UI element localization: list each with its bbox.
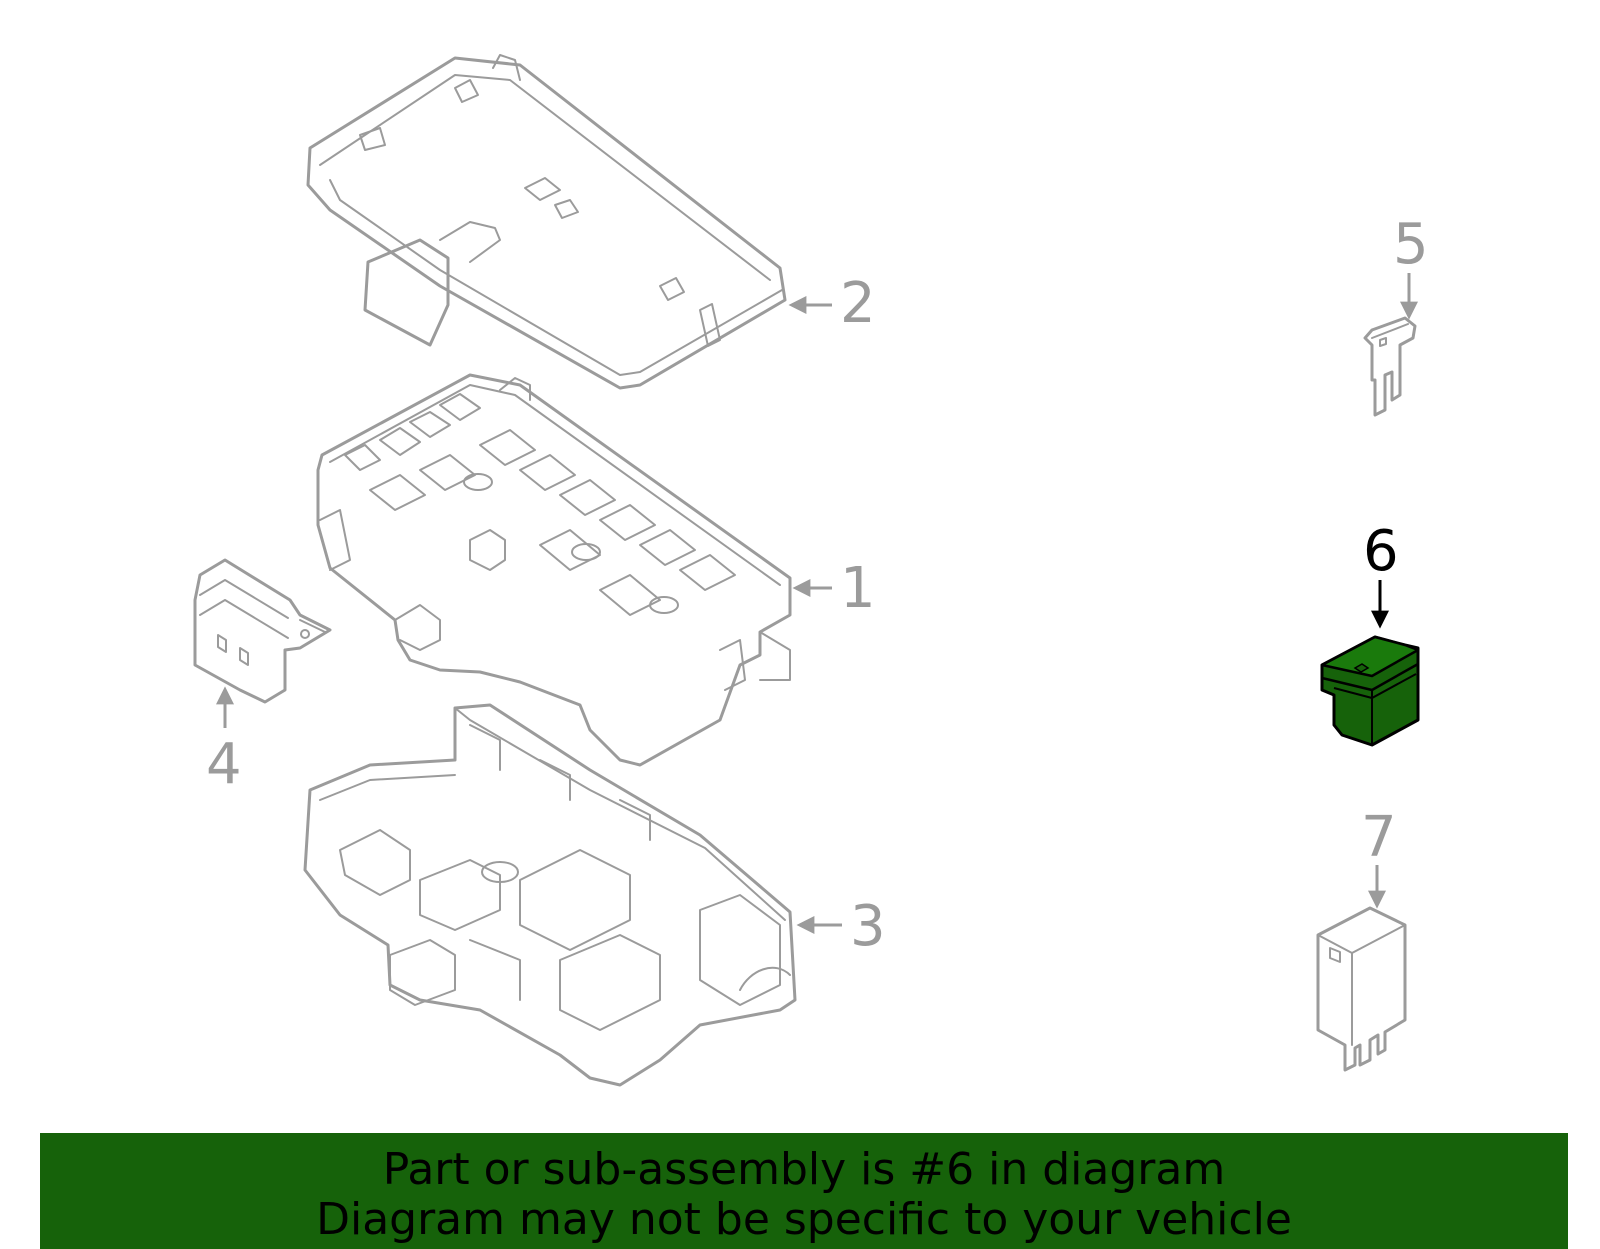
part-6-cartridge-fuse bbox=[1320, 635, 1420, 747]
callout-5-label: 5 bbox=[1393, 212, 1429, 277]
part-1-fuse-box bbox=[316, 373, 792, 767]
callout-2-label: 2 bbox=[840, 271, 876, 336]
callout-7-label: 7 bbox=[1361, 805, 1397, 870]
banner-line-2: Diagram may not be specific to your vehi… bbox=[316, 1194, 1292, 1245]
part-5-mini-fuse bbox=[1363, 316, 1417, 417]
callout-6-label: 6 bbox=[1363, 519, 1399, 584]
banner-line-1: Part or sub-assembly is #6 in diagram bbox=[382, 1144, 1226, 1195]
callout-4-label: 4 bbox=[206, 732, 242, 797]
part-3-lower-housing bbox=[303, 703, 797, 1087]
callout-3-label: 3 bbox=[850, 894, 886, 959]
callout-1-label: 1 bbox=[840, 556, 876, 621]
part-7-relay bbox=[1316, 906, 1407, 1072]
info-banner: Part or sub-assembly is #6 in diagram Di… bbox=[40, 1133, 1568, 1249]
part-4-connector bbox=[193, 558, 332, 704]
part-2-cover bbox=[306, 54, 787, 390]
